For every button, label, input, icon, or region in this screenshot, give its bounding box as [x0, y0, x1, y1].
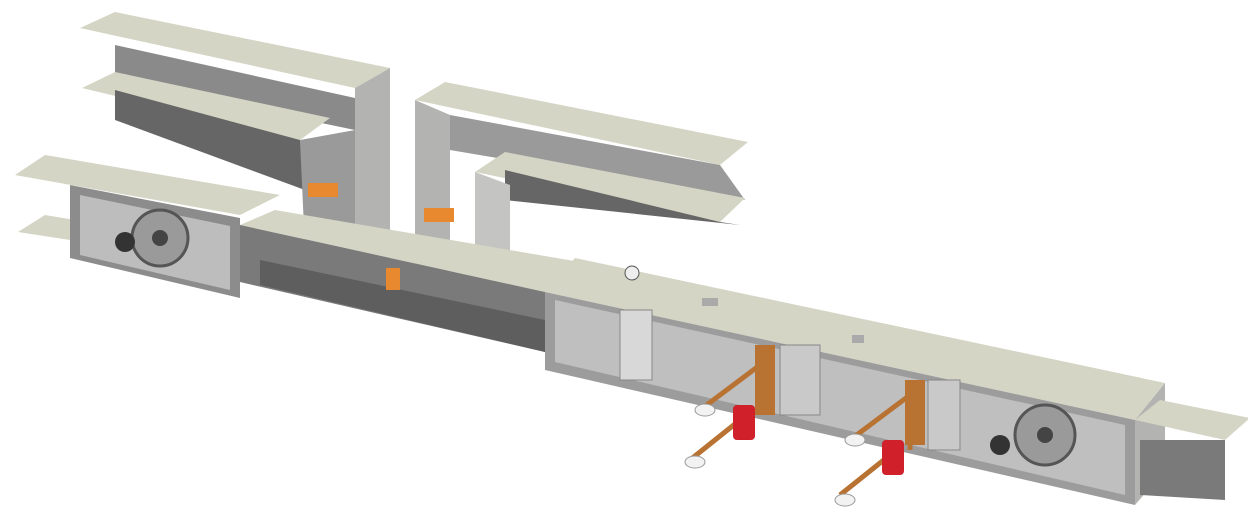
valve-icon — [733, 405, 904, 475]
fan-icon — [115, 208, 190, 268]
pressure-gauge-icon — [624, 265, 640, 281]
damper-actuator-icon — [308, 183, 454, 290]
sensor-box — [702, 298, 718, 306]
sensor-box — [852, 335, 864, 343]
coil-icon — [619, 309, 961, 451]
fan-icon — [990, 403, 1077, 467]
supply-fan-section — [15, 155, 280, 298]
piping — [684, 360, 913, 507]
air-handling-unit — [545, 258, 1248, 505]
connecting-duct — [240, 210, 580, 352]
